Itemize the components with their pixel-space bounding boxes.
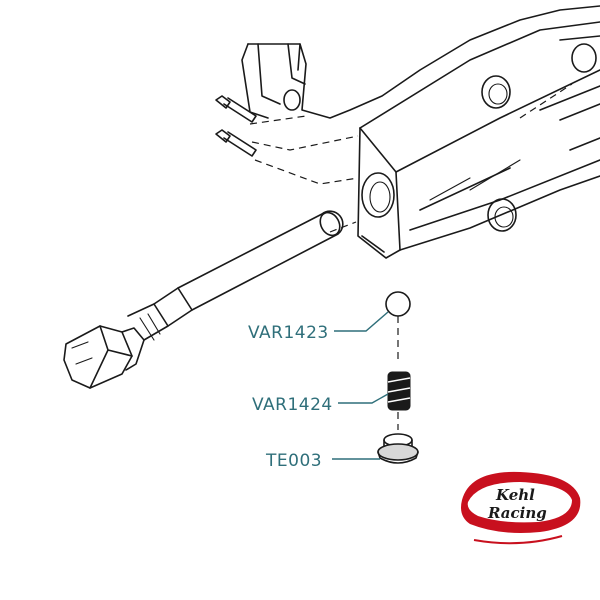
plug-part: [377, 433, 419, 464]
mounting-bolts: [215, 95, 257, 157]
axle-shaft: [63, 210, 344, 389]
ball-part: [385, 291, 411, 360]
swingarm-housing: [241, 5, 600, 259]
callout-label-var1423: VAR1423: [248, 323, 329, 343]
logo-text-line2: Racing: [487, 504, 547, 522]
callout-var1424: VAR1424: [252, 393, 389, 415]
callout-label-var1424: VAR1424: [252, 395, 333, 415]
callout-var1423: VAR1423: [248, 311, 389, 343]
logo-text-line1: Kehl: [495, 486, 535, 504]
callout-label-te003: TE003: [265, 451, 322, 471]
callout-te003: TE003: [265, 451, 380, 471]
spring-part: [387, 371, 411, 430]
brand-logo: Kehl Racing: [461, 471, 581, 545]
